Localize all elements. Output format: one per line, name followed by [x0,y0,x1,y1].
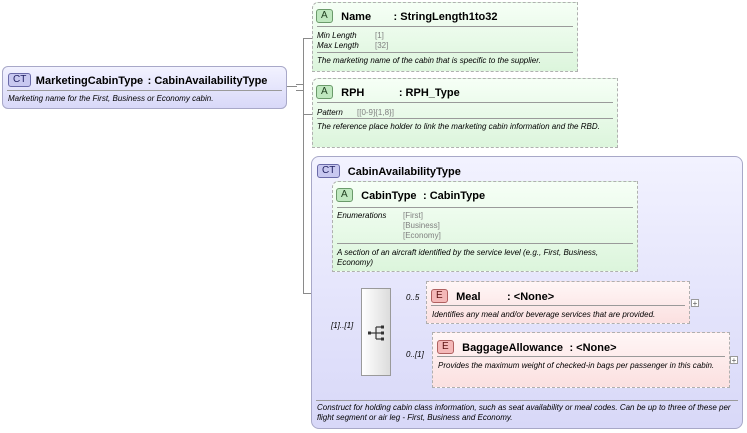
connector-to-rph [303,114,312,115]
enum-value: [First] [403,211,423,220]
meal-multiplicity: 0..5 [406,293,420,302]
element-meal-type: : <None> [507,291,555,303]
divider [317,52,573,53]
attribute-rph-type: : RPH_Type [398,87,460,99]
root-type: : CabinAvailabilityType [147,75,268,87]
element-icon: E [437,339,454,354]
divider [7,90,282,91]
attribute-name-box[interactable]: A Name : StringLength1to32 Min Length [1… [312,2,578,72]
element-meal-box[interactable]: E Meal : <None> Identifies any meal and/… [426,281,690,324]
divider [317,118,613,119]
attribute-cabintype-doc: A section of an aircraft identified by t… [337,248,599,267]
connector-to-name [303,38,312,39]
divider [431,305,685,306]
attribute-cabintype-type: : CabinType [423,190,486,202]
element-baggage-doc: Provides the maximum weight of checked-i… [438,361,715,370]
facet-value: [1] [375,31,384,40]
facet-label: Max Length [317,41,359,50]
complex-type-title: CT CabinAvailabilityType [317,162,461,180]
divider [316,400,738,401]
attribute-icon: A [316,8,333,23]
expand-baggage-button[interactable]: + [730,356,738,365]
attribute-rph-box[interactable]: A RPH : RPH_Type Pattern [[0-9]{1,8}] Th… [312,78,618,148]
baggage-multiplicity: 0..[1] [406,350,424,359]
sequence-compositor[interactable] [361,288,391,376]
attribute-name-title: A Name : StringLength1to32 [316,7,497,25]
element-meal-title: E Meal : <None> [431,287,554,305]
divider [437,356,725,357]
facet-value: [[0-9]{1,8}] [357,108,394,117]
attribute-rph-doc: The reference place holder to link the m… [317,122,600,131]
divider [317,102,613,103]
facet-label: Min Length [317,31,357,40]
root-name: MarketingCabinType [35,75,144,87]
connector-root-vertical [303,38,304,294]
complex-type-doc: Construct for holding cabin class inform… [317,403,731,422]
element-baggage-name: BaggageAllowance [462,342,563,354]
attribute-name-label: Name [341,11,372,23]
facet-label: Pattern [317,108,343,117]
enum-value: [Business] [403,221,440,230]
connector-root-bracket [296,84,304,85]
attribute-rph-title: A RPH : RPH_Type [316,83,460,101]
enum-value: [Economy] [403,231,441,240]
divider [337,207,633,208]
attribute-rph-label: RPH [341,87,365,99]
element-icon: E [431,288,448,303]
root-element-box[interactable]: CT MarketingCabinType : CabinAvailabilit… [2,66,287,109]
root-doc: Marketing name for the First, Business o… [8,94,214,103]
divider [317,26,573,27]
connector-root-out [287,86,297,87]
element-baggage-title: E BaggageAllowance : <None> [437,338,617,356]
element-meal-name: Meal [456,291,481,303]
complex-type-icon: CT [317,163,341,178]
connector-root-bracket-b [296,90,304,91]
attribute-name-doc: The marketing name of the cabin that is … [317,56,541,65]
sequence-multiplicity: [1]..[1] [331,321,354,330]
enumerations-label: Enumerations [337,211,387,220]
attribute-name-type: : StringLength1to32 [393,11,498,23]
root-title-row: CT MarketingCabinType : CabinAvailabilit… [8,71,267,89]
attribute-icon: A [336,187,353,202]
expand-meal-button[interactable]: + [691,299,699,308]
attribute-cabintype-box[interactable]: A CabinType : CabinType Enumerations [Fi… [332,181,638,272]
element-baggage-type: : <None> [569,342,617,354]
facet-value: [32] [375,41,389,50]
element-baggage-box[interactable]: E BaggageAllowance : <None> Provides the… [432,332,730,388]
attribute-cabintype-title: A CabinType : CabinType [336,186,485,204]
complex-type-name: CabinAvailabilityType [347,166,461,178]
attribute-icon: A [316,84,333,99]
sequence-icon [368,325,384,341]
divider [337,243,633,244]
element-meal-doc: Identifies any meal and/or beverage serv… [432,310,656,319]
complex-type-icon: CT [8,72,32,87]
attribute-cabintype-label: CabinType [361,190,417,202]
